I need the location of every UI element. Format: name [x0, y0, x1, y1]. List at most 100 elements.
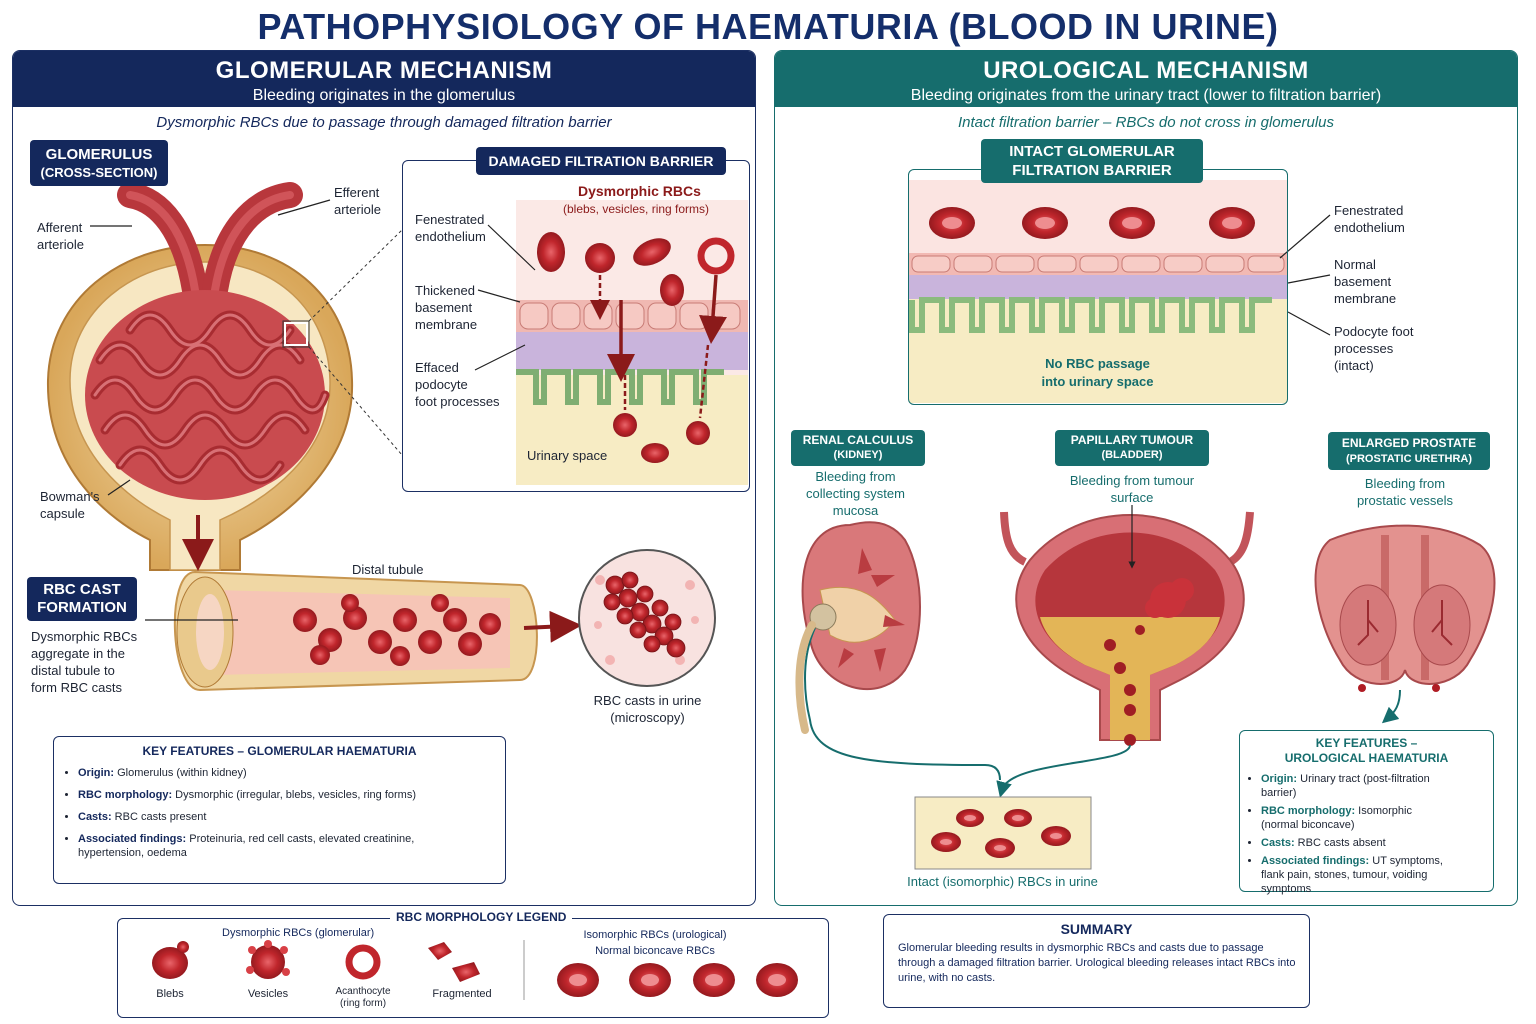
renal-desc-line3: mucosa — [832, 503, 879, 518]
afferent-label-line2: arteriole — [37, 237, 84, 252]
glomerular-italic-note: Dysmorphic RBCs due to passage through d… — [156, 114, 612, 131]
normal-bm-line1: Normal — [1334, 257, 1376, 272]
thickened-label-line3: membrane — [415, 317, 478, 332]
papillary-tag-line1: PAPILLARY TUMOUR — [1070, 433, 1194, 447]
legend-acanthocyte-line1: Acanthocyte — [335, 986, 391, 997]
intact-tag-line2: FILTRATION BARRIER — [1012, 162, 1172, 179]
urological-kf-list: Origin: Urinary tract (post-filtration b… — [1240, 772, 1446, 896]
cast-desc-line3: distal tubule to — [31, 663, 115, 678]
papillary-tag-line2: (BLADDER) — [1101, 449, 1163, 461]
summary-title: SUMMARY — [1060, 921, 1133, 937]
intact-tag-line1: INTACT GLOMERULAR — [1009, 143, 1175, 160]
intact-rbcs-label: Intact (isomorphic) RBCs in urine — [907, 874, 1098, 889]
afferent-label: Afferent arteriole — [37, 219, 84, 253]
podocyte-line3: (intact) — [1334, 358, 1374, 373]
legend-iso-line2: Normal biconcave RBCs — [595, 945, 715, 957]
casts-urine-line1: RBC casts in urine — [593, 693, 702, 708]
u-kf-item-text: UT symptoms, flank pain, stones, tumour,… — [1261, 855, 1443, 895]
page-title: PATHOPHYSIOLOGY OF HAEMATURIA (BLOOD IN … — [257, 6, 1279, 47]
papillary-description: Bleeding from tumour surface — [1052, 472, 1212, 506]
urological-kf-item: Origin: Urinary tract (post-filtration b… — [1261, 772, 1446, 800]
kf-item-text: Dysmorphic (irregular, blebs, vesicles, … — [172, 789, 417, 801]
no-rbc-passage: No RBC passage into urinary space — [1000, 355, 1195, 391]
kf-item-label: Origin: — [78, 767, 115, 779]
cast-tag-line2: FORMATION — [37, 599, 127, 616]
effaced-label-line2: podocyte — [415, 377, 468, 392]
efferent-label-line2: arteriole — [334, 202, 381, 217]
renal-desc-line1: Bleeding from — [815, 469, 896, 484]
thickened-label-line2: basement — [415, 300, 473, 315]
glomerulus-tag-line1: GLOMERULUS — [45, 146, 153, 163]
intact-barrier-tag: INTACT GLOMERULAR FILTRATION BARRIER — [981, 139, 1203, 183]
efferent-label-line1: Efferent — [334, 185, 380, 200]
effaced-label-line1: Effaced — [415, 360, 459, 375]
legend-isomorphic-heading: Isomorphic RBCs (urological) Normal bico… — [560, 927, 750, 959]
podocyte-line1: Podocyte foot — [1334, 324, 1414, 339]
normal-bm-label: Normal basement membrane — [1334, 256, 1396, 307]
bowman-label-line1: Bowman's — [40, 489, 100, 504]
effaced-podocyte-label: Effaced podocyte foot processes — [415, 359, 500, 410]
papillary-tumour-tag: PAPILLARY TUMOUR (BLADDER) — [1055, 430, 1209, 466]
glomerular-kf-title: KEY FEATURES – GLOMERULAR HAEMATURIA — [142, 744, 417, 758]
u-kf-item-label: RBC morphology: — [1261, 805, 1356, 817]
effaced-label-line3: foot processes — [415, 394, 500, 409]
prostate-desc-line1: Bleeding from — [1364, 476, 1446, 491]
prostate-tag-line1: ENLARGED PROSTATE — [1341, 436, 1477, 450]
fenestrated-label: Fenestrated endothelium — [415, 211, 486, 245]
u-fenestrated-line1: Fenestrated — [1334, 203, 1404, 218]
urological-kf-item: RBC morphology: Isomorphic (normal bicon… — [1261, 804, 1446, 832]
legend-fragmented-label: Fragmented — [432, 988, 492, 1000]
glomerular-kf-list: Origin: Glomerulus (within kidney) RBC m… — [54, 766, 505, 860]
renal-tag-line2: (KIDNEY) — [833, 449, 883, 461]
u-kf-item-text: Isomorphic (normal biconcave) — [1261, 805, 1412, 831]
efferent-label: Efferent arteriole — [334, 184, 381, 218]
u-fenestrated-line2: endothelium — [1334, 220, 1405, 235]
cast-desc-line2: aggregate in the — [31, 646, 125, 661]
bowman-label: Bowman's capsule — [40, 488, 100, 522]
casts-urine-label: RBC casts in urine (microscopy) — [570, 692, 725, 726]
podocyte-line2: processes — [1334, 341, 1394, 356]
no-passage-line2: into urinary space — [1041, 374, 1154, 389]
urological-header: UROLOGICAL MECHANISM Bleeding originates… — [775, 51, 1517, 107]
thickened-label-line1: Thickened — [415, 283, 475, 298]
papillary-desc-line1: Bleeding from tumour — [1069, 473, 1195, 488]
prostate-desc-line2: prostatic vessels — [1356, 493, 1454, 508]
urological-panel — [774, 50, 1518, 906]
fenestrated-label-line1: Fenestrated — [415, 212, 485, 227]
summary-text: Glomerular bleeding results in dysmorphi… — [898, 942, 1296, 984]
bowman-label-line2: capsule — [40, 506, 85, 521]
glomerular-key-features: KEY FEATURES – GLOMERULAR HAEMATURIA Ori… — [53, 736, 506, 884]
prostate-description: Bleeding from prostatic vessels — [1330, 475, 1480, 509]
renal-desc-line2: collecting system — [806, 486, 905, 501]
u-kf-title-line2: UROLOGICAL HAEMATURIA — [1284, 751, 1449, 765]
cast-desc-line4: form RBC casts — [31, 680, 123, 695]
renal-calculus-tag: RENAL CALCULUS (KIDNEY) — [791, 430, 925, 466]
dysmorphic-rbcs-subtitle: (blebs, vesicles, ring forms) — [563, 202, 710, 216]
legend-title: RBC MORPHOLOGY LEGEND — [390, 910, 573, 924]
u-kf-item-label: Casts: — [1261, 837, 1295, 849]
normal-bm-line2: basement — [1334, 274, 1392, 289]
legend-dysmorphic-heading: Dysmorphic RBCs (glomerular) — [222, 927, 375, 939]
glomerular-panel — [12, 50, 756, 906]
legend-acanthocyte-label: Acanthocyte (ring form) — [323, 986, 403, 1010]
urological-kf-item: Casts: RBC casts absent — [1261, 836, 1446, 850]
kf-item-label: Associated findings: — [78, 833, 187, 845]
kf-item-text: Glomerulus (within kidney) — [114, 767, 247, 779]
urological-header-subtitle: Bleeding originates from the urinary tra… — [910, 87, 1382, 104]
renal-description: Bleeding from collecting system mucosa — [788, 468, 923, 519]
u-kf-item-text: Urinary tract (post-filtration barrier) — [1261, 773, 1430, 799]
u-kf-item-label: Origin: — [1261, 773, 1298, 785]
summary-box: SUMMARY Glomerular bleeding results in d… — [883, 914, 1310, 1008]
distal-tubule-label: Distal tubule — [352, 562, 424, 577]
glomerulus-tag: GLOMERULUS (CROSS-SECTION) — [30, 140, 168, 186]
enlarged-prostate-tag: ENLARGED PROSTATE (PROSTATIC URETHRA) — [1328, 432, 1490, 470]
legend-blebs-label: Blebs — [156, 988, 184, 1000]
thickened-bm-label: Thickened basement membrane — [415, 282, 477, 333]
u-kf-item-text: RBC casts absent — [1294, 837, 1386, 849]
u-kf-item-label: Associated findings: — [1261, 855, 1370, 867]
dysmorphic-rbcs-title: Dysmorphic RBCs — [578, 183, 701, 199]
cast-formation-tag: RBC CAST FORMATION — [27, 577, 137, 621]
no-passage-line1: No RBC passage — [1045, 356, 1150, 371]
damaged-barrier-tag: DAMAGED FILTRATION BARRIER — [476, 147, 726, 175]
afferent-label-line1: Afferent — [37, 220, 83, 235]
